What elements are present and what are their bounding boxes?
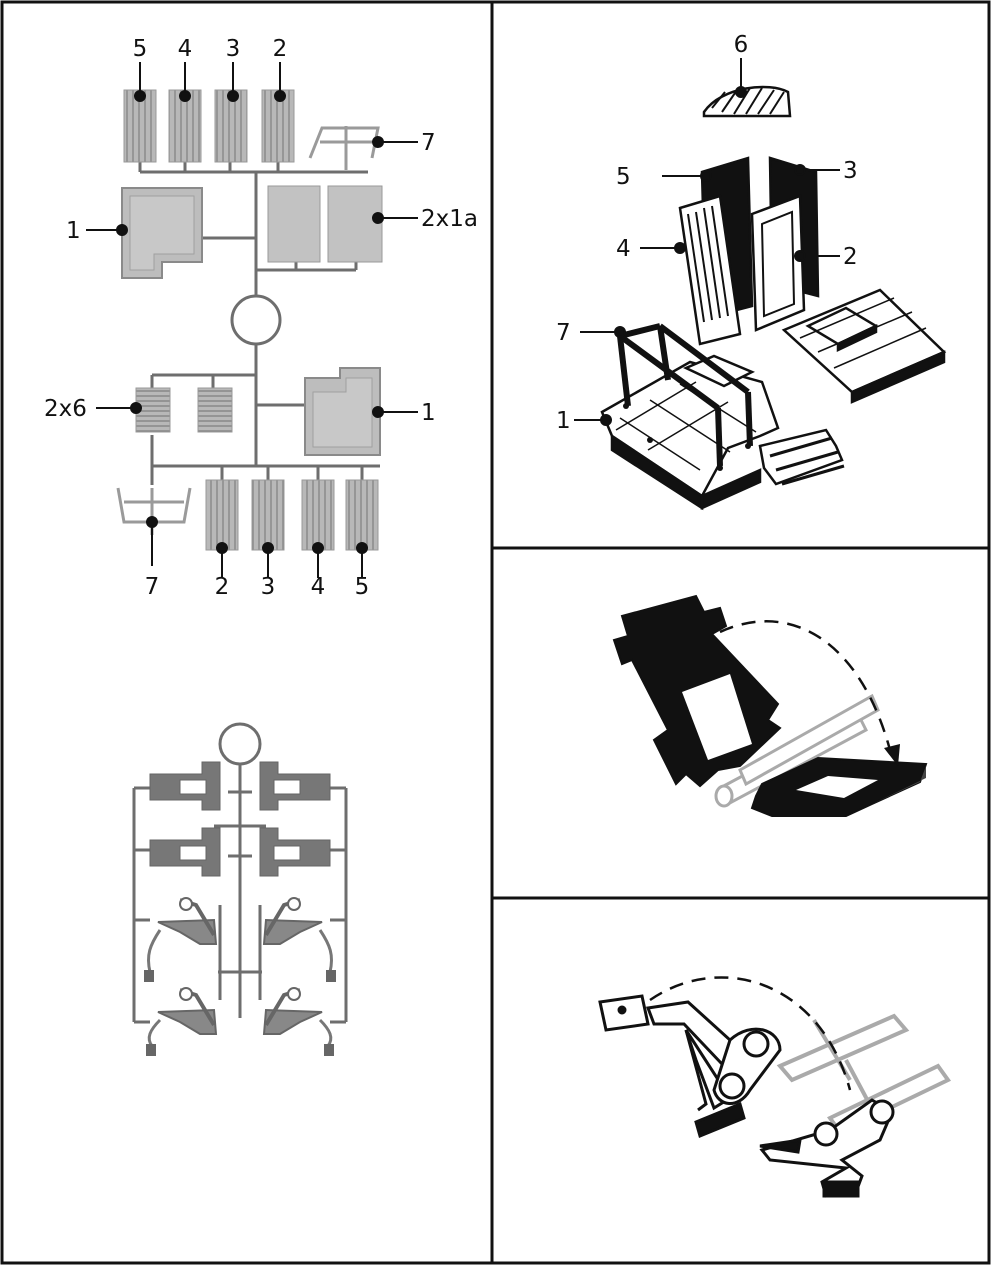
assembly-label-5: 5	[616, 164, 631, 190]
assembly-label-7: 7	[556, 320, 571, 346]
label-top-2: 2	[273, 36, 288, 62]
label-1-top: 1	[66, 218, 81, 244]
label-7-bottom: 7	[145, 574, 160, 600]
label-1-mid: 1	[421, 400, 436, 426]
label-top-5: 5	[133, 36, 148, 62]
sprue-tree-a: 5 4 3 2 7 1 2x1a 2x6 1 7 2 3 4 5	[44, 36, 478, 600]
exploded-assembly	[600, 85, 947, 511]
assembly-label-3: 3	[843, 158, 858, 184]
assembly-label-1: 1	[556, 408, 571, 434]
label-top-4: 4	[178, 36, 193, 62]
assembly-label-6: 6	[734, 32, 749, 58]
label-top-3: 3	[226, 36, 241, 62]
assembly-label-2: 2	[843, 244, 858, 270]
conveyor-parts-sprue-icon	[132, 722, 348, 1056]
label-bottom-3: 3	[261, 574, 276, 600]
label-bottom-5: 5	[355, 574, 370, 600]
label-bottom-4: 4	[311, 574, 326, 600]
assembly-label-4: 4	[616, 236, 631, 262]
label-2x6: 2x6	[44, 396, 87, 422]
label-7-top: 7	[421, 130, 436, 156]
label-2x1a: 2x1a	[421, 206, 478, 232]
conveyor-assembly-icon	[612, 594, 928, 817]
arm-assembly-icon	[598, 976, 952, 1198]
label-bottom-2: 2	[215, 574, 230, 600]
